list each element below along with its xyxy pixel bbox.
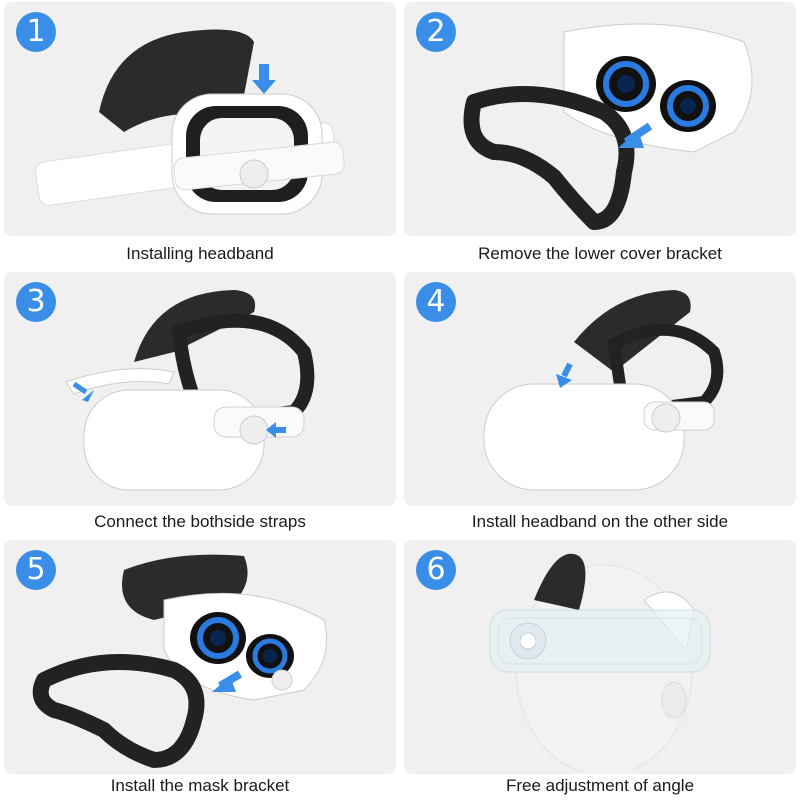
step-number-badge: 3: [16, 282, 56, 322]
step-3-caption: Connect the bothside straps: [4, 512, 396, 532]
connect-straps-illustration: [4, 272, 396, 506]
step-4-panel: 4: [404, 272, 796, 506]
step-5-panel: 5: [4, 540, 396, 774]
step-6-panel: 6: [404, 540, 796, 774]
step-number-badge: 1: [16, 12, 56, 52]
step-number-badge: 5: [16, 550, 56, 590]
install-headband-other-side-illustration: [404, 272, 796, 506]
step-number-badge: 6: [416, 550, 456, 590]
step-5-caption: Install the mask bracket: [4, 776, 396, 796]
step-2-panel: 2: [404, 2, 796, 236]
step-4-caption: Install headband on the other side: [404, 512, 796, 532]
remove-cover-illustration: [404, 2, 796, 236]
step-2-caption: Remove the lower cover bracket: [404, 244, 796, 264]
headband-install-illustration: [4, 2, 396, 236]
step-6-caption: Free adjustment of angle: [404, 776, 796, 796]
angle-adjustment-illustration: [404, 540, 796, 774]
step-3-panel: 3: [4, 272, 396, 506]
install-mask-bracket-illustration: [4, 540, 396, 774]
step-number-badge: 2: [416, 12, 456, 52]
step-number-badge: 4: [416, 282, 456, 322]
step-1-caption: Installing headband: [4, 244, 396, 264]
step-1-panel: 1: [4, 2, 396, 236]
